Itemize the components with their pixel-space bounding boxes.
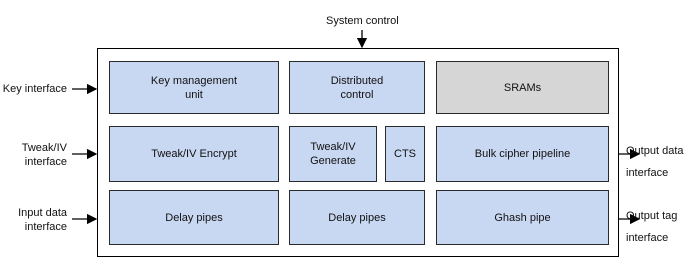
cts-block: CTS — [385, 126, 425, 182]
key-management-unit-block: Key management unit — [109, 61, 279, 114]
delay-pipes-block-1: Delay pipes — [109, 190, 279, 245]
key-interface-label: Key interface — [2, 83, 67, 95]
input-data-interface-label: Input data interface — [18, 207, 67, 233]
output-data-interface-label: Output data interface — [626, 145, 684, 179]
system-boundary: Key management unit Distributed control … — [97, 48, 619, 257]
srams-block: SRAMs — [436, 61, 609, 114]
tweak-iv-generate-block: Tweak/IV Generate — [289, 126, 377, 182]
tweak-interface-label: Tweak/IV interface — [21, 142, 67, 168]
distributed-control-block: Distributed control — [289, 61, 425, 114]
ghash-pipe-block: Ghash pipe — [436, 190, 609, 245]
tweak-iv-encrypt-block: Tweak/IV Encrypt — [109, 126, 279, 182]
output-tag-interface-label: Output tag interface — [626, 210, 678, 244]
delay-pipes-block-2: Delay pipes — [289, 190, 425, 245]
bulk-cipher-pipeline-block: Bulk cipher pipeline — [436, 126, 609, 182]
system-control-label: System control — [326, 15, 399, 27]
